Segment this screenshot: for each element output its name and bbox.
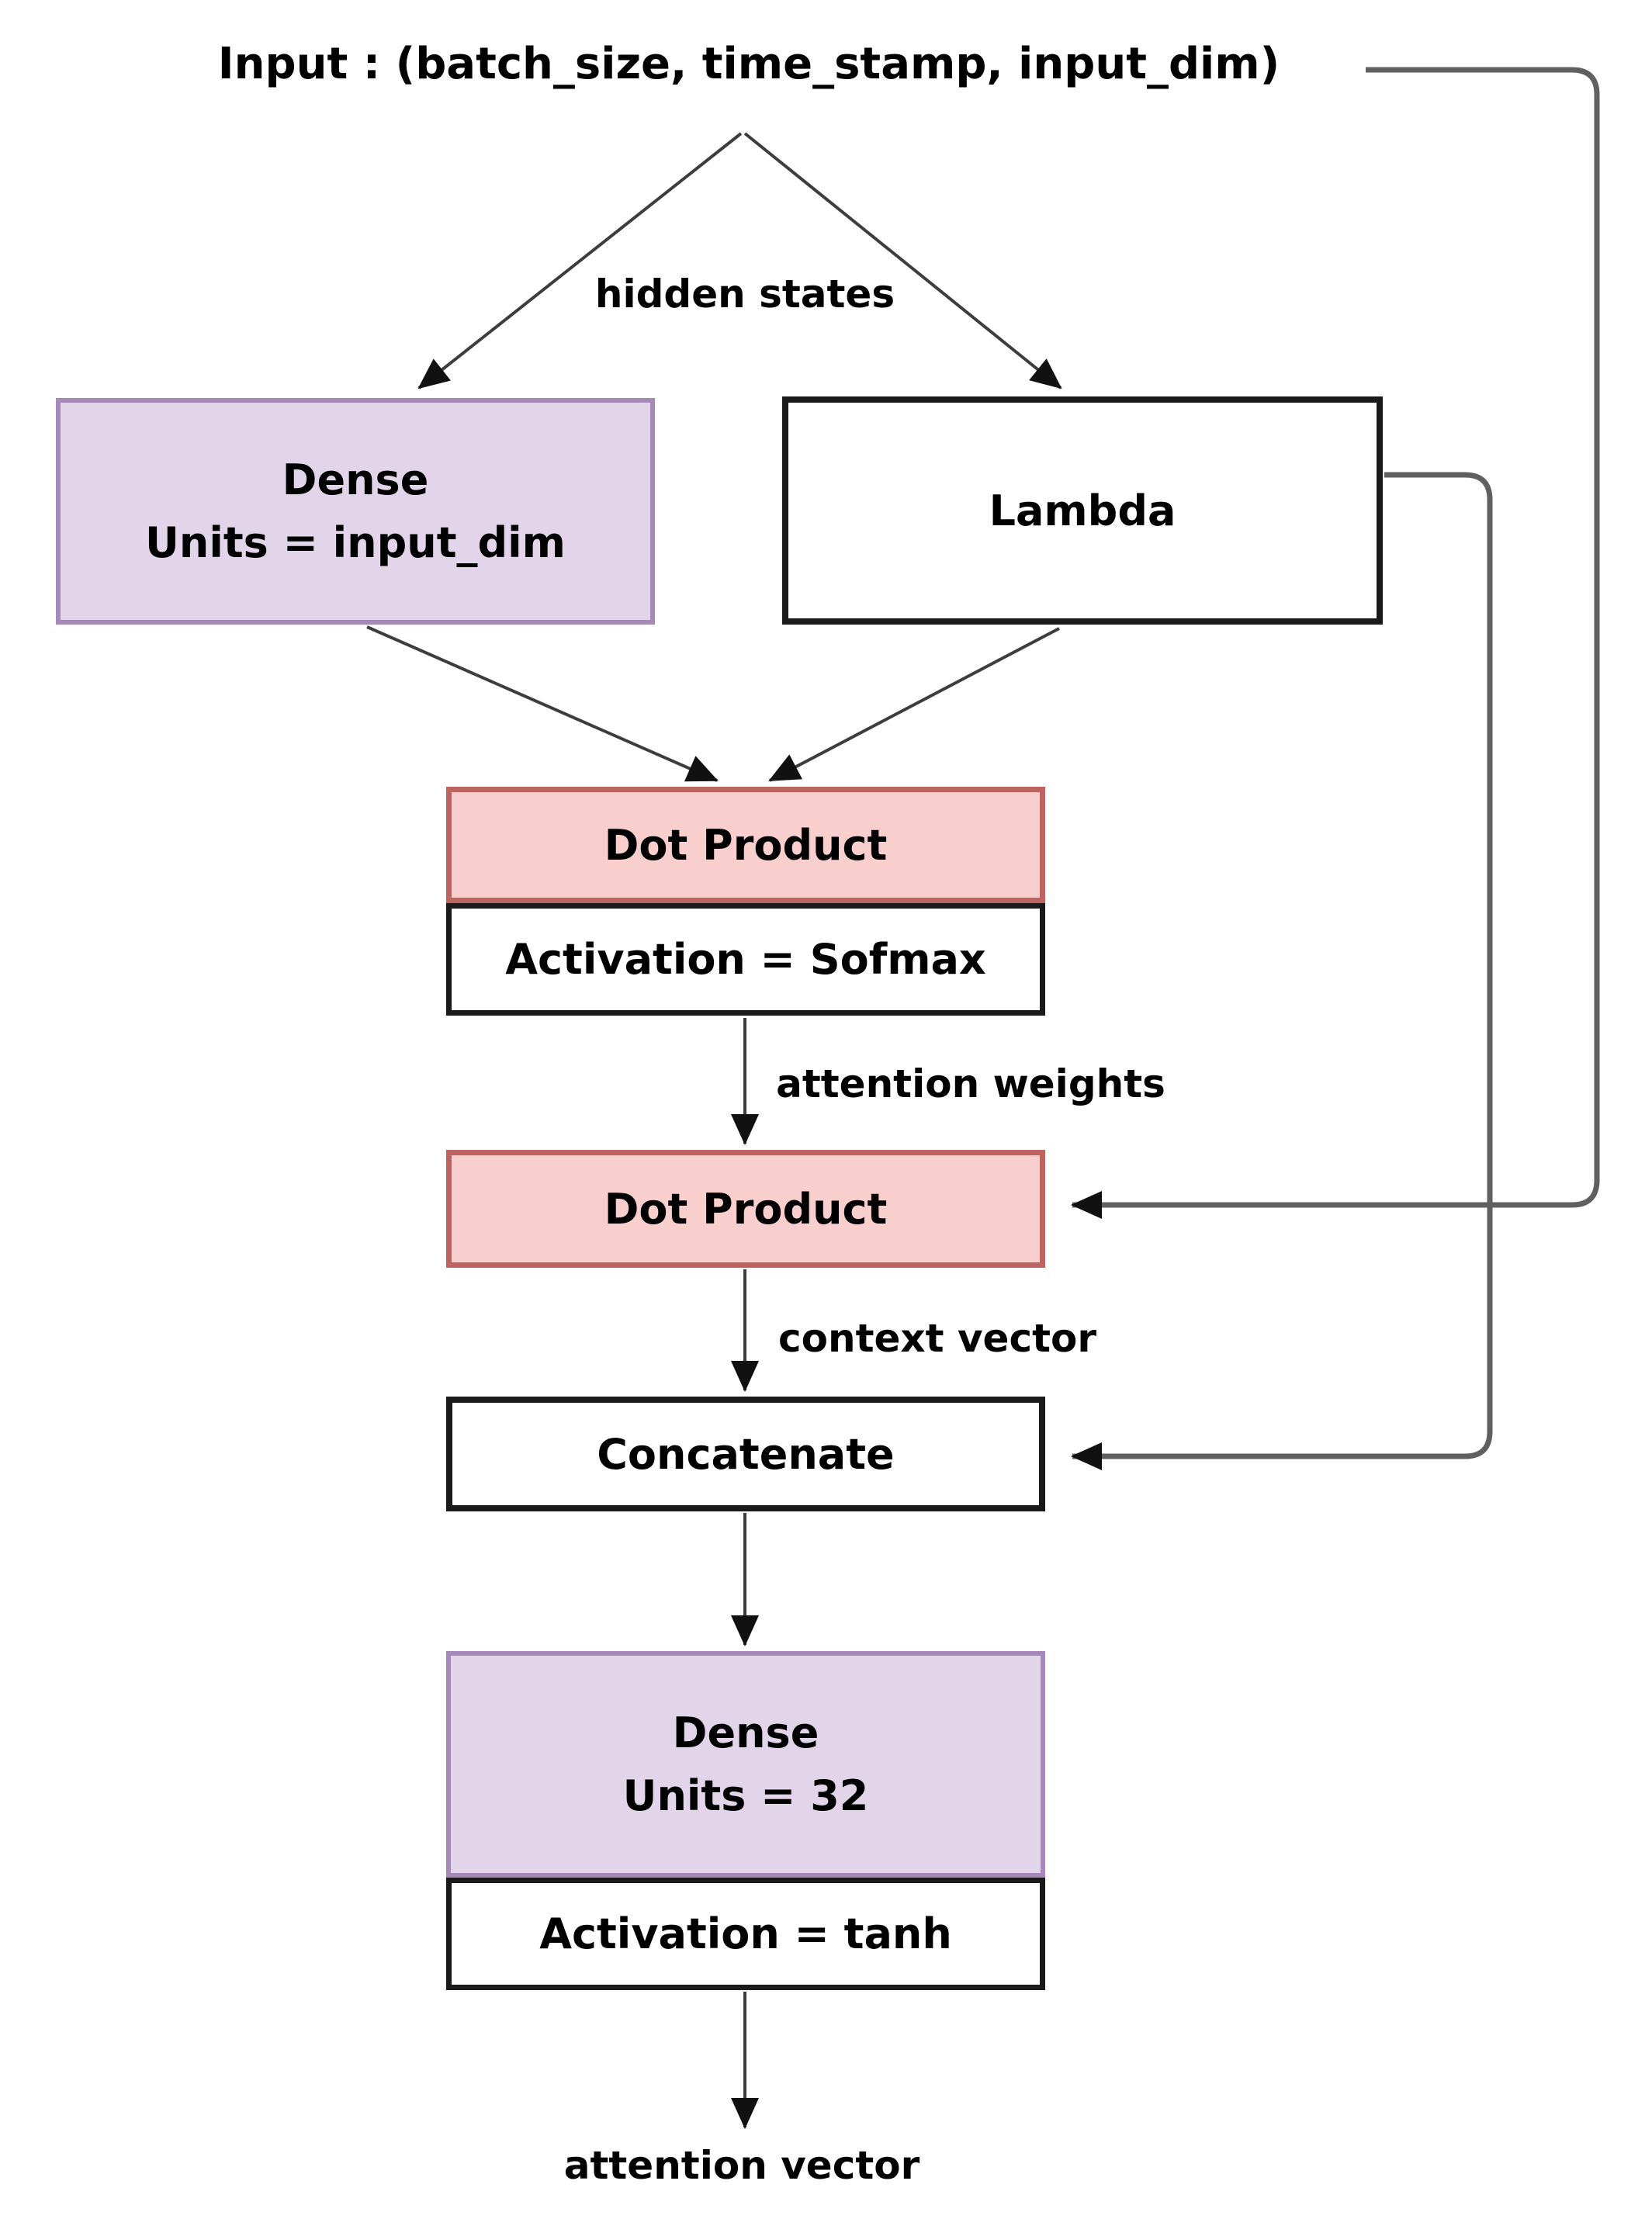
- node-sublabel: Units = input_dim: [145, 518, 566, 567]
- node-dense-32: Dense Units = 32: [446, 1651, 1045, 1878]
- node-label: Activation = tanh: [539, 1909, 952, 1958]
- wire-input-split-right: [743, 132, 1062, 389]
- wire-input-feedback-to-dotproduct2: [1071, 67, 1600, 1219]
- edge-label-hidden-states: hidden states: [594, 272, 895, 317]
- node-activation-tanh: Activation = tanh: [446, 1878, 1045, 1990]
- output-label-attention-vector: attention vector: [563, 2143, 920, 2188]
- node-label: Lambda: [989, 486, 1176, 535]
- node-dense-input-dim: Dense Units = input_dim: [56, 398, 655, 625]
- node-label: Activation = Sofmax: [505, 935, 986, 984]
- wire-lambda-to-dotproduct1: [768, 627, 1060, 782]
- input-shape-title: Input : (batch_size, time_stamp, input_d…: [217, 39, 1280, 89]
- node-concatenate: Concatenate: [446, 1397, 1045, 1511]
- node-label: Dot Product: [604, 1184, 888, 1234]
- edge-label-context-vector: context vector: [778, 1316, 1097, 1361]
- node-dot-product-1: Dot Product: [446, 787, 1045, 903]
- node-sublabel: Units = 32: [622, 1771, 869, 1820]
- node-label: Dense: [282, 455, 429, 504]
- node-dot-product-2: Dot Product: [446, 1150, 1045, 1268]
- wire-input-split-left: [417, 132, 743, 389]
- wire-lambda-feedback-to-concatenate: [1071, 472, 1493, 1470]
- edge-label-attention-weights: attention weights: [776, 1061, 1165, 1106]
- node-label: Concatenate: [597, 1429, 895, 1479]
- node-activation-softmax: Activation = Sofmax: [446, 903, 1045, 1016]
- node-label: Dot Product: [604, 820, 888, 870]
- node-label: Dense: [672, 1708, 819, 1757]
- wire-dense-to-dotproduct1: [366, 625, 719, 782]
- node-lambda: Lambda: [782, 396, 1383, 625]
